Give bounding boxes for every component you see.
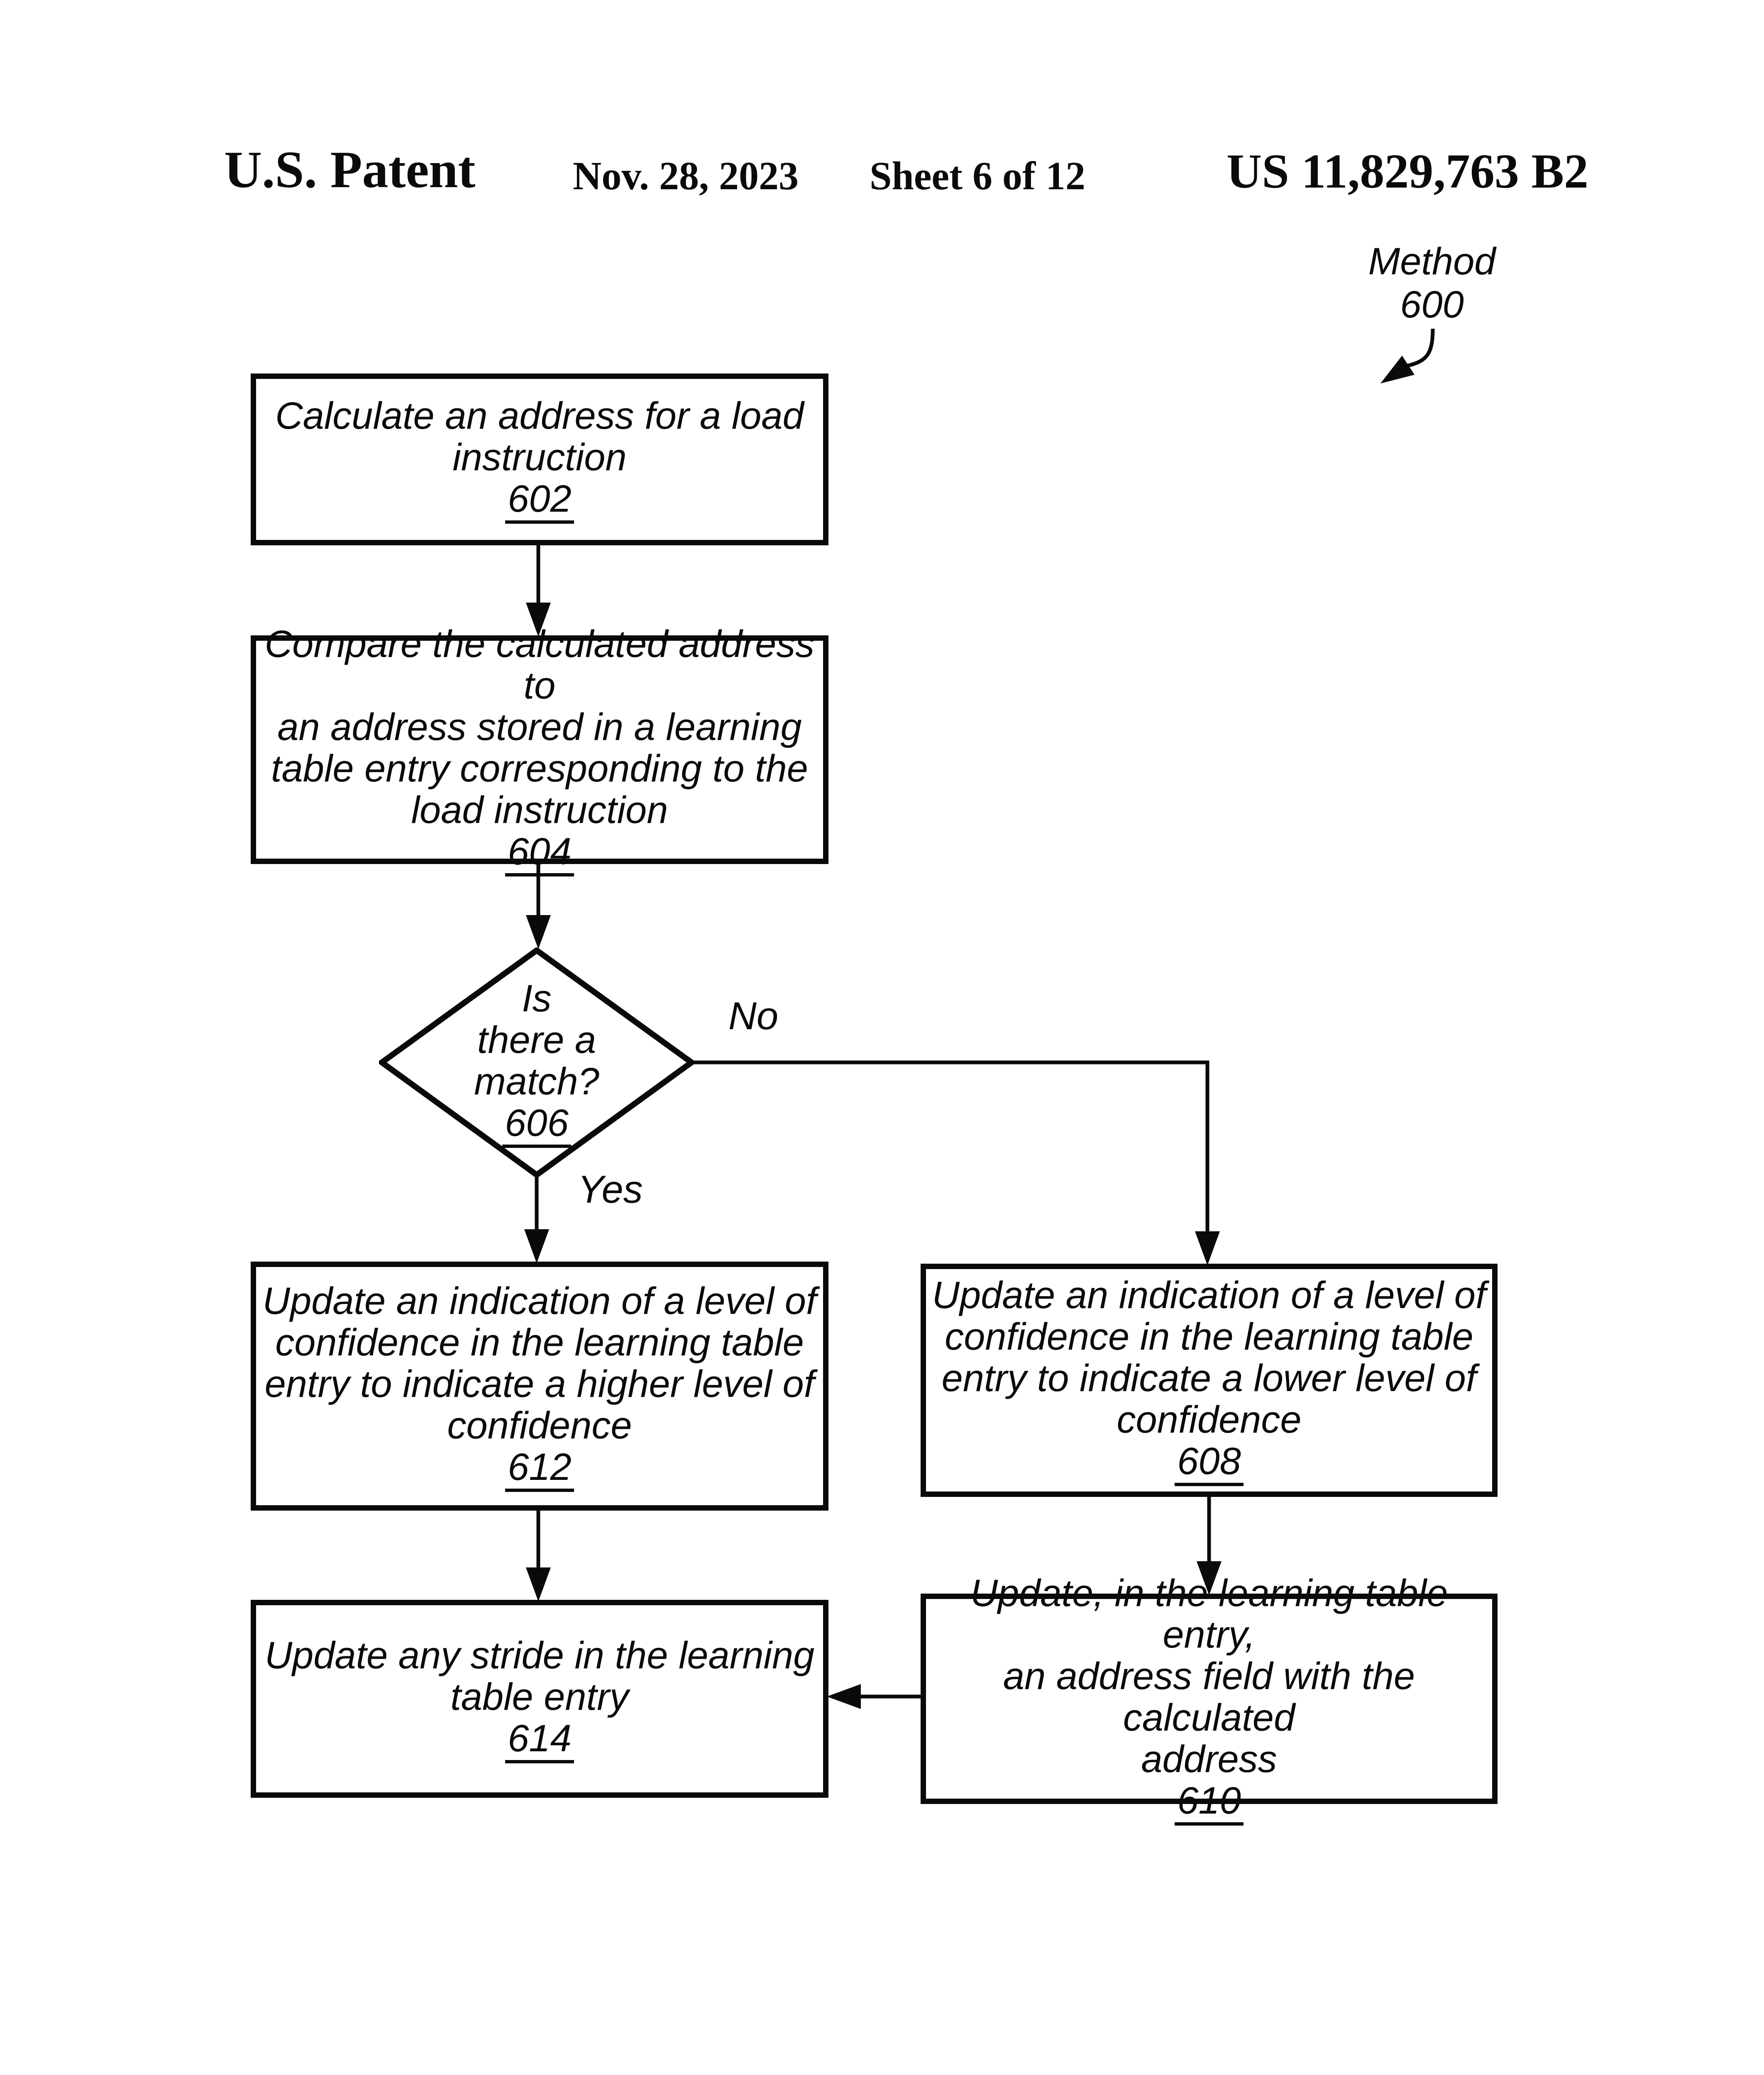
process-step-612: Update an indication of a level of confi… [251, 1262, 828, 1511]
step-612-text: Update an indication of a level of confi… [262, 1280, 817, 1447]
step-608-text: Update an indication of a level of confi… [932, 1274, 1486, 1441]
process-step-614: Update any stride in the learning table … [251, 1600, 828, 1798]
edge-label-no: No [728, 994, 779, 1038]
edge-label-yes: Yes [578, 1167, 643, 1211]
patent-header-number: US 11,829,763 B2 [1226, 144, 1589, 198]
patent-header-sheet: Sheet 6 of 12 [870, 154, 1085, 198]
step-608-ref-number: 608 [1175, 1440, 1244, 1486]
decision-606-text: Is there a match? [474, 977, 599, 1103]
arrowhead-610-614 [827, 1684, 861, 1709]
step-610-ref: 610 [1175, 1780, 1244, 1826]
step-612-ref: 612 [505, 1446, 574, 1492]
process-step-610: Update, in the learning table entry, an … [921, 1572, 1498, 1826]
step-602-text: Calculate an address for a load instruct… [275, 395, 804, 478]
arrowhead-602-604 [526, 603, 551, 637]
edge-606-608-no [694, 1060, 1209, 1231]
arrowhead-606-608 [1195, 1231, 1220, 1265]
step-608-ref: 608 [1175, 1440, 1244, 1486]
method-pointer-arrowhead [1380, 356, 1415, 383]
method-label: Method 600 [1368, 240, 1496, 326]
arrowhead-604-606 [526, 915, 551, 949]
step-614-text: Update any stride in the learning table … [264, 1634, 815, 1718]
patent-header-title: U.S. Patent [224, 141, 476, 199]
patent-header-date: Nov. 28, 2023 [573, 154, 799, 198]
step-612-ref-number: 612 [505, 1446, 574, 1492]
method-pointer-line [1407, 328, 1435, 368]
decision-diamond-shape [379, 947, 694, 1178]
process-step-602: Calculate an address for a load instruct… [251, 374, 828, 545]
decision-606-ref: 606 [502, 1102, 571, 1148]
decision-606: Is there a match? 606 [379, 947, 694, 1178]
step-602-ref-number: 602 [505, 478, 574, 524]
arrowhead-606-612 [524, 1229, 549, 1263]
step-614-ref-number: 614 [505, 1718, 574, 1763]
arrowhead-608-610 [1197, 1561, 1222, 1595]
step-604-text: Compare the calculated address to an add… [264, 622, 815, 831]
step-610-text: Update, in the learning table entry, an … [970, 1572, 1448, 1780]
process-step-604: Compare the calculated address to an add… [251, 623, 828, 876]
decision-606-ref-number: 606 [502, 1102, 571, 1148]
step-610-ref-number: 610 [1175, 1780, 1244, 1826]
decision-606-content: Is there a match? 606 [379, 947, 694, 1178]
arrowhead-612-614 [526, 1567, 551, 1601]
process-step-608: Update an indication of a level of confi… [921, 1264, 1498, 1497]
step-614-ref: 614 [505, 1718, 574, 1763]
step-602-ref: 602 [505, 478, 574, 524]
diamond-outline [379, 947, 694, 1178]
